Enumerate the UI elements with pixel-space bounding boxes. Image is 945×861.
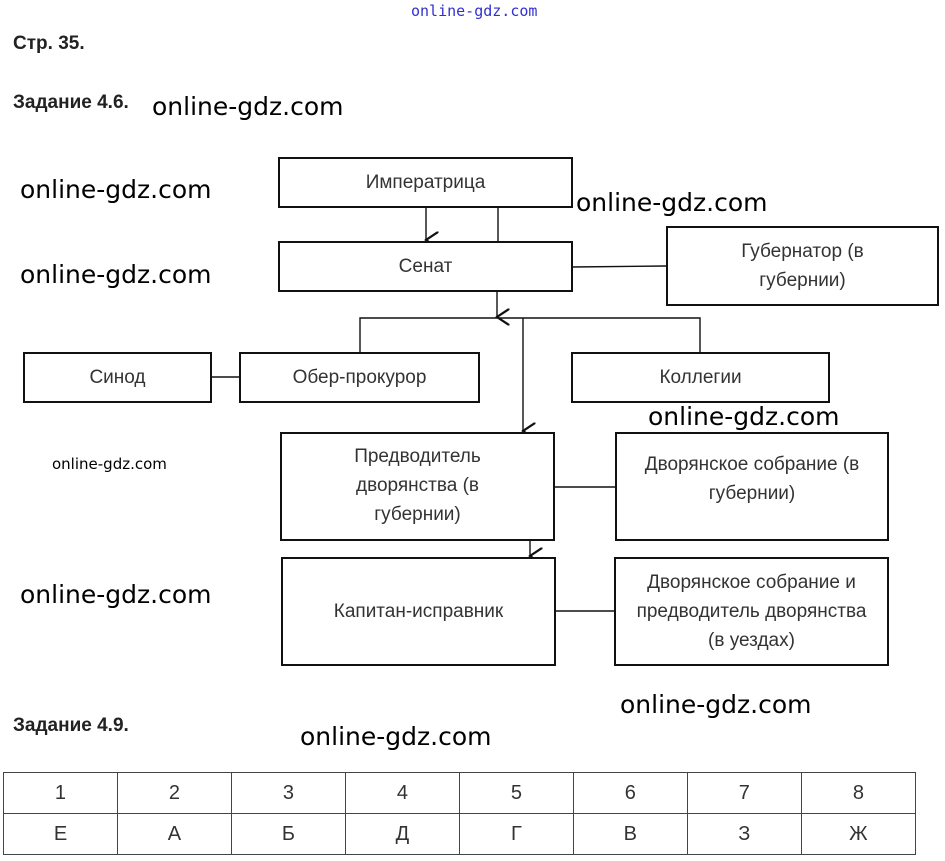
table-cell: 1 [3, 772, 118, 814]
box-senate: Сенат [278, 241, 573, 292]
table-cell: А [116, 813, 232, 855]
table-cell: 2 [116, 772, 232, 814]
box-assembly-gub: Дворянское собрание (в губернии) [615, 432, 889, 541]
watermark: online-gdz.com [620, 690, 812, 719]
watermark: online-gdz.com [52, 455, 167, 473]
table-cell: Г [458, 813, 574, 855]
watermark: online-gdz.com [411, 2, 538, 20]
line-senate-governor [571, 265, 667, 268]
page-number: Стр. 35. [13, 33, 85, 54]
table-cell: 8 [800, 772, 917, 814]
table-cell: 3 [230, 772, 346, 814]
table-cell: 6 [572, 772, 688, 814]
task-heading: Задание 4.6. [13, 92, 129, 113]
box-synod: Синод [23, 352, 212, 403]
watermark: online-gdz.com [20, 580, 212, 609]
box-collegia: Коллегии [571, 352, 830, 403]
watermark: online-gdz.com [300, 722, 492, 751]
table-cell: Е [3, 813, 118, 855]
table-cell: 4 [344, 772, 460, 814]
table-cell: Б [230, 813, 346, 855]
box-ober-procurator: Обер-прокурор [239, 352, 480, 403]
watermark: online-gdz.com [576, 188, 768, 217]
line-branch [359, 317, 701, 352]
task-heading: Задание 4.9. [13, 715, 129, 736]
watermark: online-gdz.com [648, 402, 840, 431]
table-cell: З [686, 813, 802, 855]
box-assembly-uezd: Дворянское собрание и предводитель дворя… [614, 557, 889, 666]
box-captain: Капитан-исправник [281, 557, 556, 666]
watermark: online-gdz.com [20, 175, 212, 204]
watermark: online-gdz.com [152, 92, 344, 121]
watermark: online-gdz.com [20, 260, 212, 289]
table-cell: 5 [458, 772, 574, 814]
box-empress: Императрица [278, 157, 573, 208]
table-cell: Ж [800, 813, 917, 855]
table-cell: 7 [686, 772, 802, 814]
box-governor: Губернатор (в губернии) [666, 226, 939, 306]
table-cell: Д [344, 813, 460, 855]
box-marshal-gub: Предводитель дворянства (в губернии) [280, 432, 555, 541]
table-cell: В [572, 813, 688, 855]
